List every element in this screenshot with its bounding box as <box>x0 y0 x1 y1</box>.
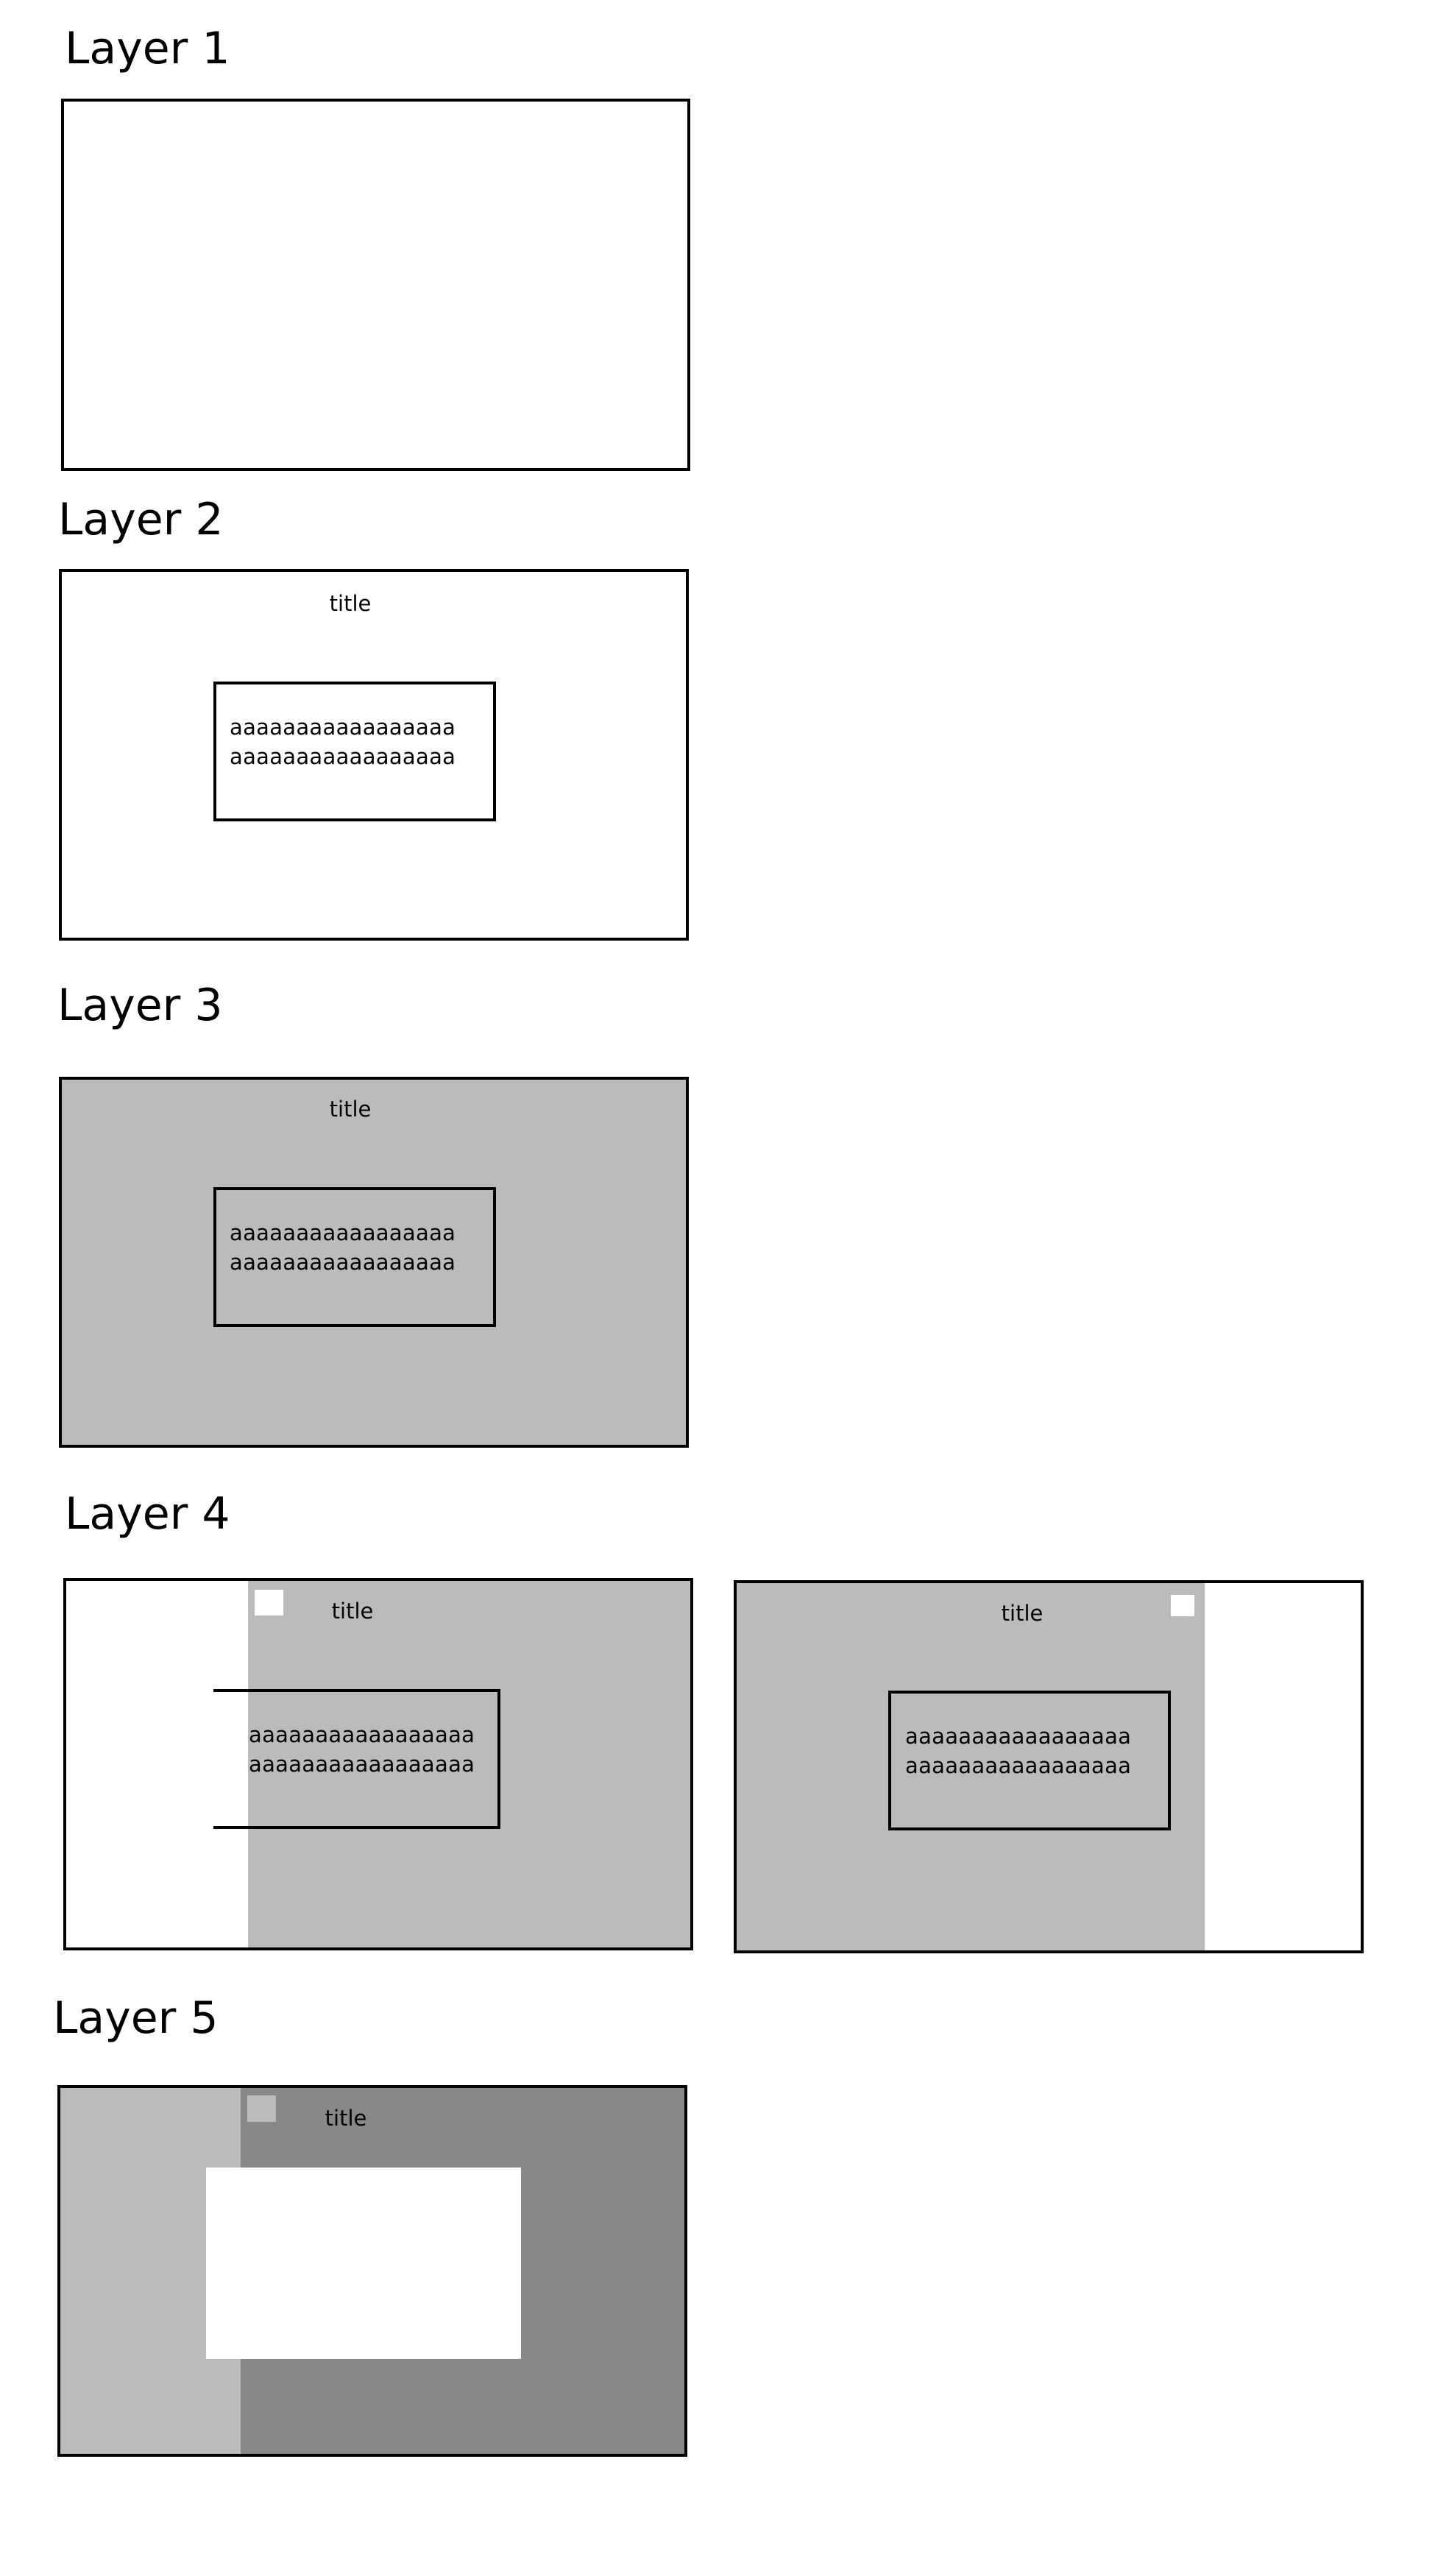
layer-1-heading: Layer 1 <box>65 23 230 74</box>
layer-3-content-line-1: aaaaaaaaaaaaaaaaa <box>230 1220 456 1245</box>
layer-2-content-box <box>213 682 496 821</box>
layer-2-title: title <box>329 591 372 616</box>
layer-4-right-content-box <box>888 1691 1171 1830</box>
layer-2-content-line-1: aaaaaaaaaaaaaaaaa <box>230 715 456 740</box>
layer-2-frame: title aaaaaaaaaaaaaaaaa aaaaaaaaaaaaaaaa… <box>59 569 689 941</box>
layer-4-heading: Layer 4 <box>65 1488 230 1540</box>
layer-4-right-content-line-1: aaaaaaaaaaaaaaaaa <box>905 1724 1132 1749</box>
layer-3-frame: title aaaaaaaaaaaaaaaaa aaaaaaaaaaaaaaaa… <box>59 1077 689 1448</box>
layer-3-content-line-2: aaaaaaaaaaaaaaaaa <box>230 1250 456 1275</box>
layer-3-heading: Layer 3 <box>57 980 223 1031</box>
layer-5-heading: Layer 5 <box>53 1992 219 2044</box>
layer-4-left-title: title <box>331 1599 374 1624</box>
layer-4-left-content-box <box>213 1689 500 1829</box>
layer-4-right-content-line-2: aaaaaaaaaaaaaaaaa <box>905 1753 1132 1778</box>
layer-4-left-content-line-2: aaaaaaaaaaaaaaaaa <box>249 1752 475 1777</box>
layer-4-right-white-square <box>1171 1595 1194 1616</box>
layer-4-left-gray-fill <box>248 1581 690 1947</box>
layer-4-right-white-fill <box>1205 1583 1361 1950</box>
layer-4-left-white-square <box>255 1590 283 1616</box>
layer-2-heading: Layer 2 <box>58 494 224 545</box>
layer-3-content-box <box>213 1187 496 1327</box>
layer-2-content-line-2: aaaaaaaaaaaaaaaaa <box>230 744 456 769</box>
layer-4-right-title: title <box>1001 1601 1044 1626</box>
layer-4-right-frame: title aaaaaaaaaaaaaaaaa aaaaaaaaaaaaaaaa… <box>734 1580 1364 1953</box>
layer-3-title: title <box>329 1097 372 1122</box>
layer-1-frame <box>61 99 690 471</box>
layer-4-left-content-line-1: aaaaaaaaaaaaaaaaa <box>249 1722 475 1747</box>
layer-4-left-frame: title aaaaaaaaaaaaaaaaa aaaaaaaaaaaaaaaa… <box>63 1578 693 1950</box>
layer-5-title: title <box>325 2106 367 2131</box>
layer-5-frame: title <box>57 2085 687 2457</box>
layer-2-content-text: aaaaaaaaaaaaaaaaa aaaaaaaaaaaaaaaaa <box>230 712 456 771</box>
layer-5-white-rect <box>206 2168 521 2359</box>
layer-4-left-content-text: aaaaaaaaaaaaaaaaa aaaaaaaaaaaaaaaaa <box>249 1720 475 1779</box>
layer-4-right-content-text: aaaaaaaaaaaaaaaaa aaaaaaaaaaaaaaaaa <box>905 1722 1131 1780</box>
layer-3-content-text: aaaaaaaaaaaaaaaaa aaaaaaaaaaaaaaaaa <box>230 1218 456 1277</box>
layer-5-gray-square <box>247 2095 276 2122</box>
